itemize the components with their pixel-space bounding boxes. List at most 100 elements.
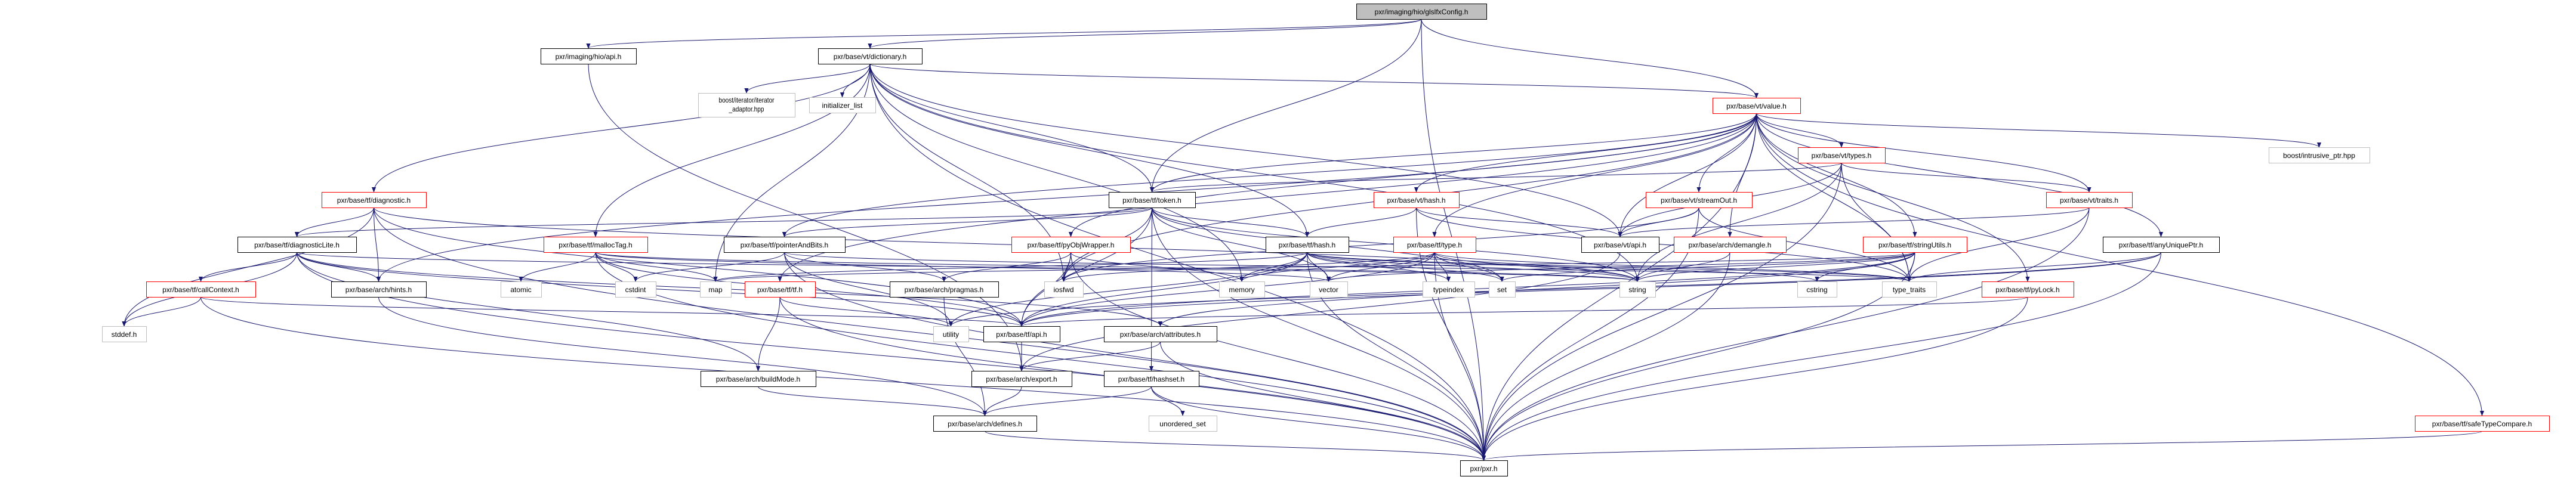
edge-value-to-stringUtils (1756, 113, 1917, 237)
node-types[interactable]: pxr/base/vt/types.h (1798, 147, 1886, 163)
node-tfapi[interactable]: pxr/base/tf/api.h (983, 326, 1060, 342)
node-dictionary[interactable]: pxr/base/vt/dictionary.h (818, 48, 923, 64)
node-box (1489, 281, 1516, 298)
node-box (745, 281, 816, 298)
node-buildMode[interactable]: pxr/base/arch/buildMode.h (701, 371, 816, 387)
edge-token-to-pxr (1152, 207, 1486, 461)
edge-traits-to-type_traits (1906, 207, 2090, 282)
node-label: unordered_set (1159, 420, 1206, 428)
node-label: stddef.h (112, 330, 137, 339)
node-string: string (1619, 281, 1656, 298)
edge-mallocTag-to-string (595, 252, 1640, 282)
node-value[interactable]: pxr/base/vt/value.h (1713, 98, 1801, 114)
node-atomic: atomic (501, 281, 542, 298)
node-traits[interactable]: pxr/base/vt/traits.h (2046, 192, 2133, 208)
node-token[interactable]: pxr/base/tf/token.h (1109, 192, 1196, 208)
edge-hashset-to-unordered_set (1151, 386, 1185, 416)
edge-value-to-traits (1756, 113, 2091, 193)
node-hashset[interactable]: pxr/base/tf/hashset.h (1104, 371, 1199, 387)
node-box (2415, 416, 2550, 432)
node-label: pxr/imaging/hio/glslfxConfig.h (1375, 8, 1469, 16)
node-label: pxr/base/tf/diagnosticLite.h (254, 241, 340, 249)
edge-pragmas-to-defines (943, 296, 988, 416)
edge-streamOut-to-type_traits (1698, 207, 1912, 282)
node-box (818, 48, 923, 64)
edge-pointerAndBits-to-type_traits (784, 252, 1911, 282)
edge-demangle-to-string (1635, 252, 1730, 282)
edge-vtapi-to-export (1019, 252, 1621, 371)
node-pyObjWrapper[interactable]: pxr/base/tf/pyObjWrapper.h (1011, 237, 1131, 253)
node-box (615, 281, 656, 298)
node-vtapi[interactable]: pxr/base/vt/api.h (1581, 237, 1659, 253)
edge-stringUtils-to-set (1500, 252, 1915, 282)
edge-diagnosticLite-to-tfapi (297, 252, 1024, 327)
node-vthash[interactable]: pxr/base/vt/hash.h (1374, 192, 1460, 208)
node-box (1460, 460, 1508, 476)
node-hints[interactable]: pxr/base/arch/hints.h (331, 281, 427, 298)
node-demangle[interactable]: pxr/base/arch/demangle.h (1674, 237, 1787, 253)
edge-tfhash-to-typeindex (1307, 252, 1451, 282)
edge-vthash-to-tfhash (1304, 207, 1417, 237)
node-box (2103, 237, 2220, 253)
node-label: pxr/base/arch/attributes.h (1120, 330, 1201, 339)
edge-diagnostic-to-tfapi (374, 207, 1024, 327)
node-box (1011, 237, 1131, 253)
node-hio_api[interactable]: pxr/imaging/hio/api.h (541, 48, 637, 64)
edge-diagnostic-to-pxr (374, 207, 1486, 461)
edge-dictionary-to-iter_adaptor (744, 63, 871, 94)
node-box (1266, 237, 1349, 253)
edge-dictionary-to-tfhash (869, 63, 1310, 237)
node-intrusive: boost/intrusive_ptr.hpp (2269, 147, 2370, 163)
edge-tftf-to-buildMode (755, 296, 780, 371)
node-label: pxr/base/arch/hints.h (345, 286, 412, 294)
edge-anyUniquePtr-to-utility (949, 252, 2161, 327)
node-box (1044, 281, 1084, 298)
node-defines[interactable]: pxr/base/arch/defines.h (933, 416, 1037, 432)
node-pyLock[interactable]: pxr/base/tf/pyLock.h (1982, 281, 2074, 298)
node-label: pxr/base/vt/types.h (1812, 151, 1872, 160)
node-root[interactable]: pxr/imaging/hio/glslfxConfig.h (1356, 4, 1487, 20)
edge-dictionary-to-vtapi (869, 63, 1622, 237)
node-tftype[interactable]: pxr/base/tf/type.h (1393, 237, 1476, 253)
node-label: pxr/base/vt/traits.h (2060, 196, 2118, 205)
edge-tftype-to-string (1434, 252, 1640, 282)
edge-pointerAndBits-to-utility (784, 252, 954, 327)
node-mallocTag[interactable]: pxr/base/tf/mallocTag.h (544, 237, 648, 253)
edge-value-to-pyObjWrapper (1068, 113, 1757, 237)
edge-stringUtils-to-vector (1326, 252, 1915, 282)
node-stringUtils[interactable]: pxr/base/tf/stringUtils.h (1863, 237, 1967, 253)
edge-value-to-vthash (1414, 113, 1757, 193)
edge-vthash-to-vtapi (1416, 207, 1622, 237)
edge-diagnosticLite-to-hints (297, 252, 381, 282)
node-anyUniquePtr[interactable]: pxr/base/tf/anyUniquePtr.h (2103, 237, 2220, 253)
node-box (724, 237, 846, 253)
node-box (1982, 281, 2074, 298)
node-callContext[interactable]: pxr/base/tf/callContext.h (146, 281, 256, 298)
node-attributes[interactable]: pxr/base/arch/attributes.h (1104, 326, 1217, 342)
node-diagnosticLite[interactable]: pxr/base/tf/diagnosticLite.h (237, 237, 357, 253)
node-safeTypeCompare[interactable]: pxr/base/tf/safeTypeCompare.h (2415, 416, 2550, 432)
edge-value-to-safeTypeCompare (1756, 113, 2485, 416)
node-box (331, 281, 427, 298)
edge-value-to-anyUniquePtr (1756, 113, 2164, 237)
node-pxr[interactable]: pxr/pxr.h (1460, 460, 1508, 476)
node-export[interactable]: pxr/base/arch/export.h (971, 371, 1072, 387)
node-pointerAndBits[interactable]: pxr/base/tf/pointerAndBits.h (724, 237, 846, 253)
node-diagnostic[interactable]: pxr/base/tf/diagnostic.h (322, 192, 427, 208)
node-streamOut[interactable]: pxr/base/vt/streamOut.h (1646, 192, 1753, 208)
node-tfhash[interactable]: pxr/base/tf/hash.h (1266, 237, 1349, 253)
node-label: set (1497, 286, 1507, 294)
node-label: cstring (1806, 286, 1827, 294)
edge-tfhash-to-utility (948, 252, 1307, 327)
edge-root-to-token (1149, 18, 1422, 193)
node-box (701, 371, 816, 387)
node-label: pxr/base/tf/anyUniquePtr.h (2119, 241, 2203, 249)
node-box (1863, 237, 1967, 253)
node-pragmas[interactable]: pxr/base/arch/pragmas.h (890, 281, 999, 298)
node-typeindex: typeindex (1423, 281, 1475, 298)
node-tftf[interactable]: pxr/base/tf/tf.h (745, 281, 816, 298)
node-label: pxr/base/tf/tf.h (757, 286, 803, 294)
node-label: pxr/base/vt/value.h (1726, 102, 1787, 110)
edge-stringUtils-to-cstring (1815, 252, 1915, 282)
edge-attributes-to-pxr (1160, 341, 1486, 461)
